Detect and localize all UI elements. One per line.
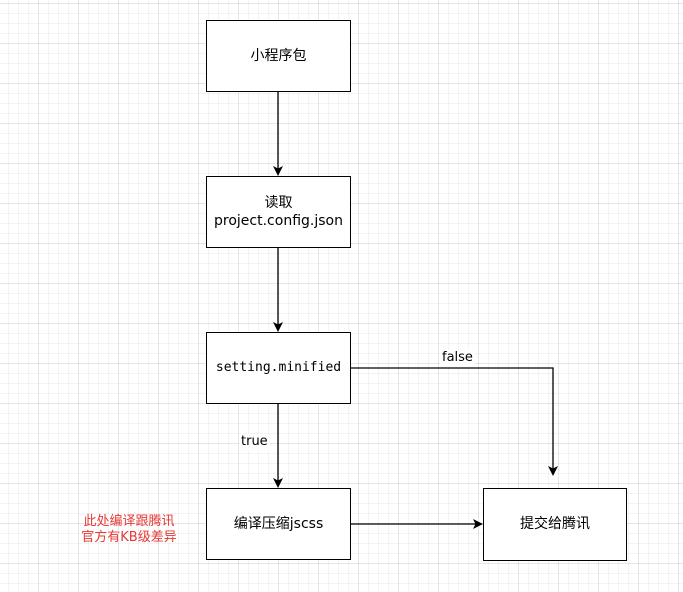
node-setting-minified[interactable]: setting.minified [206,332,351,404]
node-compile-compress-label: 编译压缩jscss [233,515,324,532]
edge-setting-to-submit-false [350,367,558,476]
edge-label-false: false [440,350,475,366]
node-compile-compress[interactable]: 编译压缩jscss [206,488,351,560]
node-read-config[interactable]: 读取 project.config.json [206,176,351,248]
node-setting-minified-label: setting.minified [215,359,342,375]
node-submit-tencent[interactable]: 提交给腾讯 [483,488,627,561]
annotation-note: 此处编译跟腾讯 官方有KB级差异 [81,514,177,545]
node-submit-tencent-label: 提交给腾讯 [520,516,590,533]
node-mini-program-package[interactable]: 小程序包 [206,20,351,92]
edge-label-true: true [239,434,270,450]
node-mini-program-package-label: 小程序包 [250,47,307,64]
node-read-config-label: 读取 project.config.json [214,194,343,229]
